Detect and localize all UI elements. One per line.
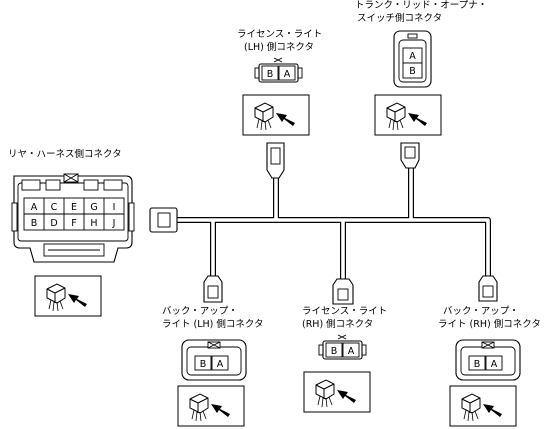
rear-harness-pin-a: A xyxy=(31,202,38,213)
harness-plug-license-rh xyxy=(332,278,354,305)
rear-harness-pin-g: G xyxy=(90,202,97,213)
trunk-switch-label-line2: スイッチ側コネクタ xyxy=(357,12,442,24)
rear-harness-pin-h: H xyxy=(90,218,97,229)
harness-plug-back-rh xyxy=(478,275,498,302)
license-lh-connector: B A xyxy=(254,57,303,83)
rear-harness-view-icon xyxy=(34,275,102,317)
back-lh-pin-a: A xyxy=(217,359,224,370)
license-lh-view-icon xyxy=(242,94,310,136)
harness-plug-trunk-switch xyxy=(400,142,420,169)
license-rh-connector: B A xyxy=(318,334,367,360)
rear-harness-label: リヤ・ハーネス側コネクタ xyxy=(8,148,122,160)
trunk-switch-pin-a: A xyxy=(409,51,416,62)
rear-harness-pin-i: I xyxy=(113,202,116,213)
license-rh-label-line2: (RH) 側コネクタ xyxy=(302,318,373,330)
license-rh-view-icon xyxy=(303,371,371,413)
back-lh-view-icon xyxy=(177,385,245,427)
license-lh-pin-a: A xyxy=(284,69,291,80)
back-rh-view-icon xyxy=(449,385,517,427)
back-lh-connector: B A xyxy=(181,339,247,381)
back-lh-label-line2: ライト (LH) 側コネクタ xyxy=(162,318,264,330)
license-lh-label-line2: (LH) 側コネクタ xyxy=(244,41,314,53)
rear-harness-connector: A C E G I B D F H J xyxy=(11,173,135,263)
trunk-switch-label-line1: トランク・リッド・オープナ・ xyxy=(355,0,487,11)
license-lh-label-line1: ライセンス・ライト xyxy=(237,29,322,40)
harness-plug-back-lh xyxy=(203,275,223,303)
rear-harness-pin-d: D xyxy=(50,218,57,229)
rear-harness-pin-e: E xyxy=(71,202,77,213)
wiring-harness xyxy=(176,168,491,279)
back-rh-connector: B A xyxy=(455,339,521,381)
license-rh-pin-b: B xyxy=(331,346,338,357)
rear-harness-pin-f: F xyxy=(71,218,76,229)
trunk-switch-view-icon xyxy=(374,94,442,136)
trunk-switch-connector: A B xyxy=(393,30,432,88)
rear-harness-pin-j: J xyxy=(112,218,116,229)
harness-plug-license-lh xyxy=(266,142,285,179)
harness-plug-main xyxy=(149,207,178,233)
back-rh-label-line2: ライト (RH) 側コネクタ xyxy=(438,318,541,330)
back-rh-pin-b: B xyxy=(474,359,481,370)
back-lh-pin-b: B xyxy=(200,359,207,370)
trunk-switch-pin-b: B xyxy=(409,66,416,77)
rear-harness-pin-c: C xyxy=(51,202,58,213)
rear-harness-pin-b: B xyxy=(31,218,38,229)
license-rh-pin-a: A xyxy=(348,346,355,357)
back-rh-label-line1: バック・アップ・ xyxy=(443,306,519,317)
back-lh-label-line1: バック・アップ・ xyxy=(162,306,238,317)
back-rh-pin-a: A xyxy=(491,359,498,370)
license-rh-label-line1: ライセンス・ライト xyxy=(302,306,387,317)
license-lh-pin-b: B xyxy=(267,69,274,80)
